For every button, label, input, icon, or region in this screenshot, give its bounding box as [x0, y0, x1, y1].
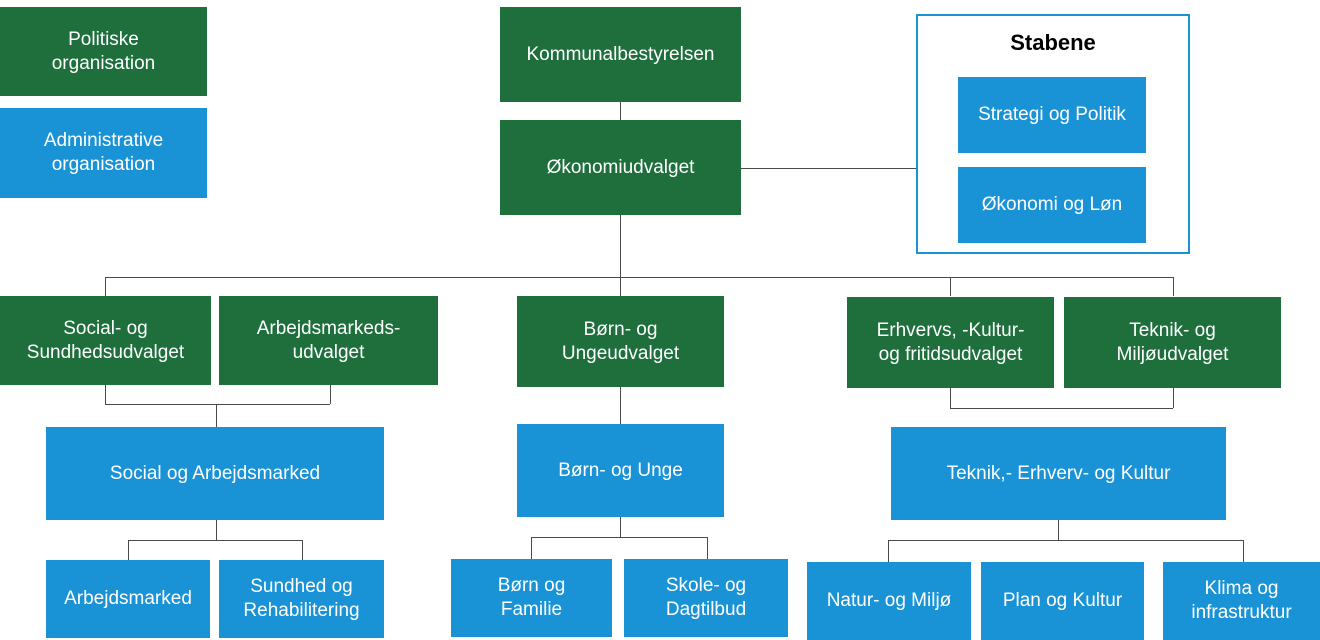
connector-council-finance: [620, 102, 621, 120]
connector-unit-family: [531, 537, 532, 559]
connector-unit-nature: [888, 540, 889, 562]
node-unit-children-family: Børn og Familie: [451, 559, 612, 637]
connector-social-dept: [216, 404, 217, 427]
connector-labour-up: [330, 385, 331, 404]
connector-business-up: [950, 388, 951, 408]
staff-title: Stabene: [1010, 30, 1096, 55]
connector-unit-school: [707, 537, 708, 559]
node-business-culture-committee: Erhvervs, -Kultur- og fritidsudvalget: [847, 297, 1054, 388]
connector-drop-children: [620, 277, 621, 296]
connector-children-dept: [620, 387, 621, 424]
node-social-health-committee: Social- og Sundhedsudvalget: [0, 296, 211, 385]
connector-unit-climate: [1243, 540, 1244, 562]
connector-social-units-down: [216, 520, 217, 540]
node-council: Kommunalbestyrelsen: [500, 7, 741, 102]
node-unit-climate-infra: Klima og infrastruktur: [1163, 562, 1320, 640]
connector-finance-staff: [740, 168, 916, 169]
legend-political: Politiske organisation: [0, 7, 207, 96]
connector-technical-join: [950, 408, 1173, 409]
node-social-labour-dept: Social og Arbejdsmarked: [46, 427, 384, 520]
node-finance-committee: Økonomiudvalget: [500, 120, 741, 215]
node-technical-business-dept: Teknik,- Erhverv- og Kultur: [891, 427, 1226, 520]
connector-children-units-down: [620, 517, 621, 537]
connector-unit-labour: [128, 540, 129, 560]
connector-social-join: [105, 404, 330, 405]
node-unit-plan-culture: Plan og Kultur: [981, 562, 1144, 640]
connector-committee-bar: [105, 277, 1173, 278]
connector-drop-technical: [1173, 277, 1174, 296]
connector-social-units-bar: [128, 540, 302, 541]
connector-unit-technical-center: [1058, 520, 1059, 540]
node-labour-market-committee: Arbejdsmarkeds- udvalget: [219, 296, 438, 385]
connector-technical-up: [1173, 388, 1174, 408]
node-children-youth-dept: Børn- og Unge: [517, 424, 724, 517]
node-strategy: Strategi og Politik: [958, 77, 1146, 153]
legend-administrative: Administrative organisation: [0, 108, 207, 198]
node-children-youth-committee: Børn- og Ungeudvalget: [517, 296, 724, 387]
connector-drop-business: [950, 277, 951, 296]
connector-children-units-bar: [531, 537, 707, 538]
connector-social-up: [105, 385, 106, 404]
node-unit-health-rehab: Sundhed og Rehabilitering: [219, 560, 384, 638]
node-finance-staff: Økonomi og Løn: [958, 167, 1146, 243]
node-unit-labour-market: Arbejdsmarked: [46, 560, 210, 638]
node-unit-nature-env: Natur- og Miljø: [807, 562, 971, 640]
connector-drop-social: [105, 277, 106, 296]
connector-finance-trunk: [620, 215, 621, 277]
node-unit-school-daycare: Skole- og Dagtilbud: [624, 559, 788, 637]
connector-technical-units-bar: [888, 540, 1243, 541]
connector-unit-health: [302, 540, 303, 560]
node-technical-env-committee: Teknik- og Miljøudvalget: [1064, 297, 1281, 388]
